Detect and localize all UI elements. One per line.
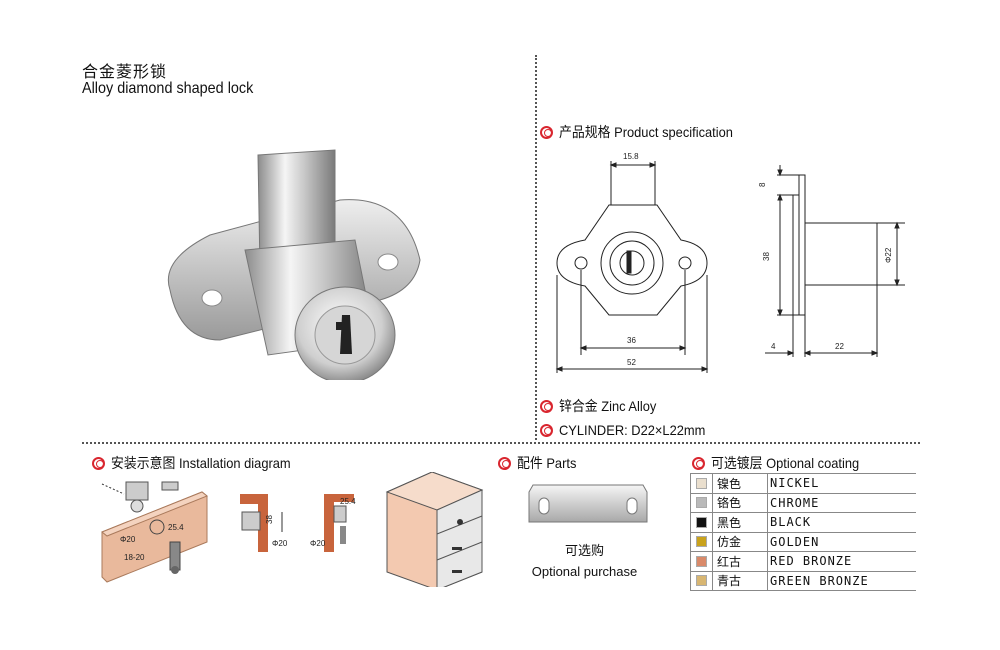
install-label-d6: 25.4	[340, 497, 356, 506]
material-heading: 锌合金 Zinc Alloy	[540, 396, 665, 416]
dim-hole-distance: 36	[627, 336, 636, 345]
spec-heading: 产品规格 Product specification	[540, 122, 748, 142]
cylinder-heading: CYLINDER: D22×L22mm	[540, 422, 718, 438]
coating-swatch-cell	[690, 532, 713, 552]
install-heading: 安装示意图 Installation diagram	[92, 453, 306, 473]
coating-name-en: RED BRONZE	[767, 551, 916, 572]
coating-name-en: BLACK	[767, 512, 916, 533]
coating-swatch	[696, 536, 707, 548]
dim-top-width: 15.8	[623, 152, 639, 161]
bullet-icon	[540, 399, 553, 413]
dim-side-height: 38	[762, 252, 771, 261]
parts-caption-cn: 可选购	[564, 543, 604, 558]
coating-name-cn: 铬色	[712, 493, 768, 513]
parts-caption: 可选购 Optional purchase	[522, 540, 647, 584]
install-label-d2: 25.4	[168, 523, 184, 532]
coating-swatch-cell	[690, 551, 713, 572]
coating-name-en: NICKEL	[767, 473, 916, 494]
product-title-en: Alloy diamond shaped lock	[82, 80, 254, 97]
coating-heading: 可选镀层 Optional coating	[692, 453, 872, 473]
parts-heading: 配件 Parts	[498, 453, 582, 473]
front-view-drawing: 15.8 36 52	[555, 152, 709, 373]
coating-swatch-cell	[690, 571, 713, 591]
lock-photo	[167, 149, 421, 380]
coating-name-en: GOLDEN	[767, 532, 916, 552]
coating-name-en: GREEN BRONZE	[767, 571, 916, 591]
dim-cylinder-dia: Φ22	[884, 247, 893, 263]
bullet-icon	[692, 456, 705, 470]
install-label-d5: Φ20	[272, 539, 288, 548]
coating-swatch	[696, 575, 707, 587]
coating-name-cn: 红古	[712, 551, 768, 572]
coating-swatch	[696, 497, 707, 509]
bullet-icon	[92, 456, 105, 470]
coating-swatch-cell	[690, 512, 713, 533]
install-label-d1: Φ20	[120, 535, 136, 544]
coating-swatch	[696, 477, 707, 489]
coating-swatch-cell	[690, 493, 713, 513]
installation-diagram: Φ20 25.4 18-20 38 Φ20 25.4 Φ20	[101, 472, 484, 587]
dim-total-width: 52	[627, 358, 636, 367]
coating-swatch	[696, 516, 707, 528]
parts-caption-en: Optional purchase	[531, 564, 638, 579]
bullet-icon	[540, 125, 553, 139]
side-view-drawing: 8 38 Φ22 4 22	[758, 165, 905, 357]
dim-side-tab: 8	[758, 182, 767, 187]
coating-name-en: CHROME	[767, 493, 916, 513]
dim-plate-thick: 4	[771, 342, 776, 351]
bullet-icon	[498, 456, 511, 470]
coating-swatch	[696, 555, 707, 567]
mounting-plate-part	[528, 484, 648, 523]
vertical-divider	[535, 55, 537, 440]
bullet-icon	[540, 423, 553, 437]
install-label-d3: 18-20	[124, 553, 145, 562]
product-title-cn: 合金菱形锁	[82, 64, 168, 81]
coating-name-cn: 镍色	[712, 473, 768, 494]
dim-cylinder-len: 22	[835, 342, 844, 351]
coating-name-cn: 青古	[712, 571, 768, 591]
install-label-d7: Φ20	[310, 539, 326, 548]
coating-name-cn: 仿金	[712, 532, 768, 552]
coating-name-cn: 黑色	[712, 512, 768, 533]
horizontal-divider	[82, 442, 920, 444]
coating-swatch-cell	[690, 473, 713, 494]
install-label-d4: 38	[265, 515, 274, 524]
